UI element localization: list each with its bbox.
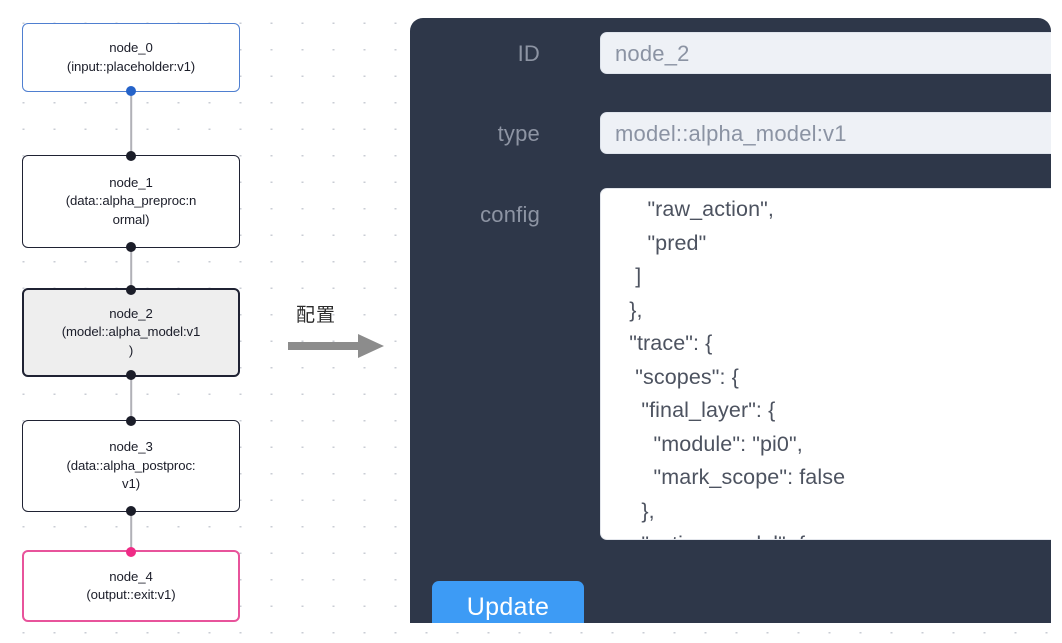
- type-field-label: type: [497, 121, 540, 146]
- node-id-label: node_4: [109, 568, 153, 584]
- node-handle-bottom[interactable]: [126, 370, 136, 380]
- node-config-panel: ID node_2 type model::alpha_model:v1 con…: [410, 18, 1051, 623]
- node-handle-top[interactable]: [126, 285, 136, 295]
- node-type-label: (data::alpha_postproc:: [66, 457, 196, 473]
- graph-node-node_2[interactable]: node_2 (model::alpha_model:v1 ): [22, 285, 240, 380]
- edge-node1-node2: [130, 248, 132, 298]
- update-button[interactable]: Update: [432, 581, 584, 623]
- graph-node-node_4[interactable]: node_4 (output::exit:v1): [22, 547, 240, 622]
- edge-node3-node4: [130, 512, 132, 550]
- config-textarea-wrapper[interactable]: "raw_action", "pred" ] }, "trace": { "sc…: [600, 188, 1051, 540]
- node-handle-bottom[interactable]: [126, 242, 136, 252]
- id-input[interactable]: node_2: [600, 32, 1051, 74]
- right-arrow-icon: [288, 334, 384, 358]
- node-type-label-cont: ormal): [112, 211, 150, 227]
- annotation-label: 配置: [296, 304, 337, 326]
- annotation-arrow-group: 配置: [288, 300, 398, 362]
- node-type-label: (input::placeholder:v1): [66, 58, 196, 74]
- node-handle-top[interactable]: [126, 547, 136, 557]
- field-row-id: ID node_2: [470, 32, 1051, 74]
- graph-node-node_0[interactable]: node_0 (input::placeholder:v1): [22, 23, 240, 96]
- node-handle-bottom[interactable]: [126, 506, 136, 516]
- node-handle-top[interactable]: [126, 416, 136, 426]
- node-id-label: node_3: [109, 439, 153, 455]
- field-row-config: config "raw_action", "pred" ] }, "trace"…: [420, 188, 1051, 540]
- node-type-label: (output::exit:v1): [86, 587, 176, 602]
- node-handle-top[interactable]: [126, 151, 136, 161]
- node-type-label: (model::alpha_model:v1: [61, 324, 201, 340]
- edge-node2-node3: [130, 377, 132, 420]
- node-handle-bottom[interactable]: [126, 86, 136, 96]
- node-id-label: node_1: [109, 174, 153, 190]
- type-input[interactable]: model::alpha_model:v1: [600, 112, 1051, 154]
- field-row-type: type model::alpha_model:v1: [440, 112, 1051, 154]
- node-id-label: node_2: [109, 305, 153, 321]
- config-field-label: config: [480, 202, 540, 227]
- graph-node-node_3[interactable]: node_3 (data::alpha_postproc: v1): [22, 416, 240, 516]
- edge-node0-node1: [130, 92, 132, 155]
- node-type-label-cont: v1): [121, 476, 141, 492]
- node-type-label: (data::alpha_preproc:n: [65, 193, 197, 209]
- node-type-label-cont: ): [128, 342, 134, 358]
- graph-node-node_1[interactable]: node_1 (data::alpha_preproc:n ormal): [22, 151, 240, 252]
- id-field-label: ID: [517, 41, 540, 66]
- node-id-label: node_0: [109, 40, 153, 55]
- config-textarea[interactable]: "raw_action", "pred" ] }, "trace": { "sc…: [629, 197, 846, 539]
